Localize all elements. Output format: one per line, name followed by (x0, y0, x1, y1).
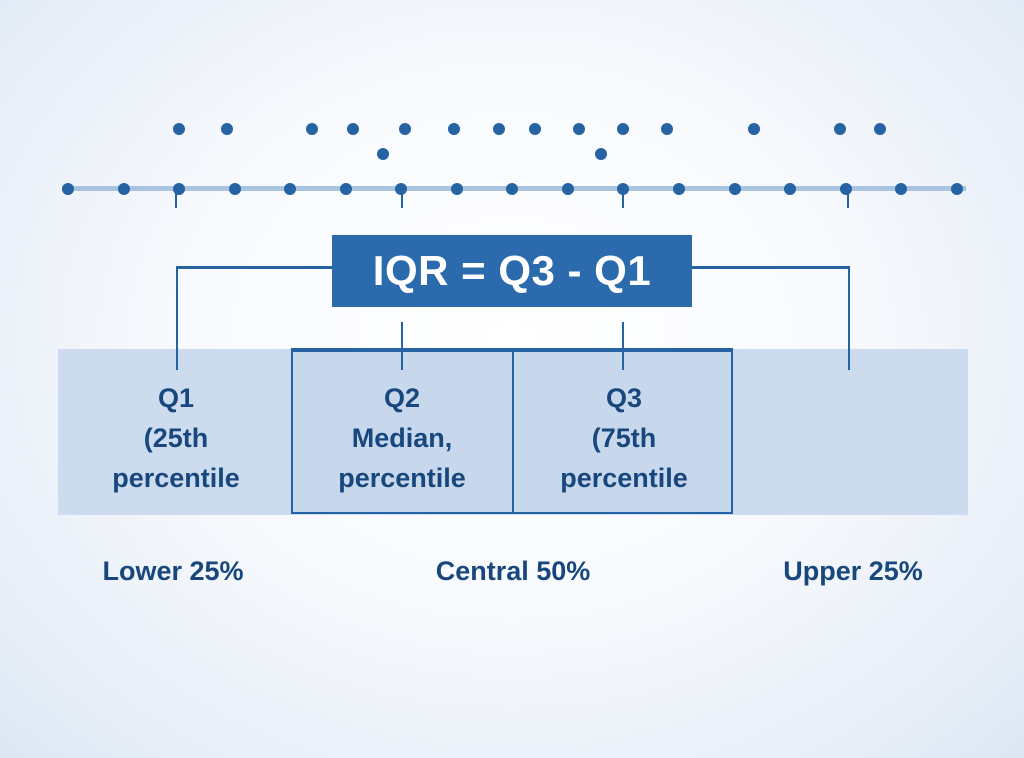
data-point (748, 123, 760, 135)
q2-line1: Median, (351, 423, 453, 453)
data-point (221, 123, 233, 135)
bracket-left-vertical (176, 266, 178, 370)
data-point (347, 123, 359, 135)
data-point (874, 123, 886, 135)
region-label-lower: Lower 25% (102, 556, 244, 586)
axis-point (562, 183, 574, 195)
axis-point (118, 183, 130, 195)
axis-point (340, 183, 352, 195)
bracket-right-vertical (848, 266, 850, 370)
q1-line2: percentile (112, 463, 240, 493)
data-point (377, 148, 389, 160)
q2-label: Q2 Median, percentile (292, 378, 512, 498)
q1-label: Q1 (25th percentile (66, 378, 286, 498)
region-label-upper: Upper 25% (783, 556, 923, 586)
axis-point (451, 183, 463, 195)
q3-axis-tick (622, 190, 624, 208)
data-point (529, 123, 541, 135)
region-label-central: Central 50% (435, 556, 591, 586)
data-point (173, 123, 185, 135)
data-point (493, 123, 505, 135)
max-axis-tick (847, 190, 849, 208)
q3-line2: percentile (560, 463, 688, 493)
bracket-right-horizontal (690, 266, 850, 269)
data-point (306, 123, 318, 135)
data-point (661, 123, 673, 135)
axis-point (951, 183, 963, 195)
data-point (573, 123, 585, 135)
q1-line1: (25th (143, 423, 209, 453)
axis-point (784, 183, 796, 195)
q3-label: Q3 (75th percentile (514, 378, 734, 498)
data-point (399, 123, 411, 135)
axis-point (840, 183, 852, 195)
axis-point (284, 183, 296, 195)
axis-point (62, 183, 74, 195)
axis-point (673, 183, 685, 195)
q2-connector (401, 322, 403, 370)
data-point (617, 123, 629, 135)
q2-title: Q2 (383, 383, 421, 413)
q3-line1: (75th (591, 423, 657, 453)
iqr-formula-box: IQR = Q3 - Q1 (332, 235, 692, 307)
median-divider (512, 350, 514, 514)
axis-point (506, 183, 518, 195)
q1-title: Q1 (157, 383, 195, 413)
axis-point (895, 183, 907, 195)
axis-point (617, 183, 629, 195)
bracket-left-horizontal (176, 266, 336, 269)
q2-axis-tick (401, 190, 403, 208)
q3-connector (622, 322, 624, 370)
axis-point (729, 183, 741, 195)
axis-point (395, 183, 407, 195)
q2-line2: percentile (338, 463, 466, 493)
q1-axis-tick (175, 190, 177, 208)
q3-title: Q3 (605, 383, 643, 413)
data-point (448, 123, 460, 135)
axis-point (229, 183, 241, 195)
data-point (834, 123, 846, 135)
data-point (595, 148, 607, 160)
